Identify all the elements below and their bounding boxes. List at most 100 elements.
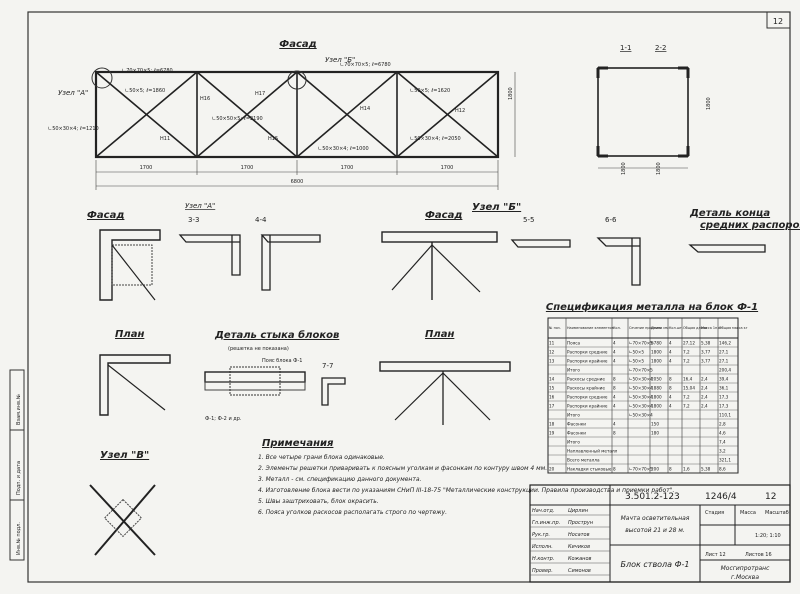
- spec-cell: 4: [613, 359, 616, 364]
- spec-cell: 4: [669, 341, 672, 346]
- spec-cell: 1800: [651, 395, 662, 400]
- member-label-1: ∟70×70×5; ℓ=6780: [122, 68, 173, 74]
- spec-cell: ∟50×30×4: [629, 377, 653, 382]
- spec-cell: Накладки стыковые: [567, 467, 612, 472]
- node-mark-4: Н14: [360, 106, 370, 112]
- spec-header-cell: Общая масса кг: [719, 326, 748, 330]
- node-v-title: Узел "В": [100, 450, 149, 461]
- member-label-6: ∟50×5; ℓ=1620: [410, 88, 450, 94]
- spec-cell: 17,3: [719, 395, 729, 400]
- signature-name: Прострун: [568, 520, 594, 526]
- mass-header: Масса: [740, 510, 756, 516]
- spec-cell: 1800: [651, 359, 662, 364]
- spec-cell: 4: [669, 395, 672, 400]
- signature-role: Нач.отд.: [532, 508, 554, 514]
- plan-a-diagonal: [107, 364, 166, 411]
- note-4: 4. Изготовление блока вести по указаниям…: [258, 487, 674, 494]
- plan-b-diag-left: [394, 372, 444, 421]
- sheet-frame: [27, 11, 791, 583]
- spec-cell: 17,3: [719, 404, 729, 409]
- joint-block-sub: Ф-1; Ф-2 и др.: [205, 416, 242, 422]
- spec-cell: Наплавленный металл: [567, 449, 618, 454]
- spec-cell: ∟50×30×4: [629, 386, 653, 391]
- member-label-8: ∟50×30×4; ℓ=2050: [410, 136, 461, 142]
- spec-cell: 4: [613, 422, 616, 427]
- detail-end-title: Деталь конца: [689, 208, 770, 219]
- plan-a-title: План: [115, 329, 144, 340]
- spec-cell: 19: [549, 431, 555, 436]
- spec-cell: 4: [613, 404, 616, 409]
- organization-1: Мосгипротранс: [721, 565, 771, 572]
- spec-cell: 8: [669, 386, 672, 391]
- signature-name: Симонов: [568, 568, 591, 574]
- sheet-number-box: [766, 11, 791, 29]
- stamp-sign: Подп. и дата: [16, 461, 22, 495]
- section-dim-2: 1800: [656, 162, 662, 175]
- signature-name: Кожанов: [568, 556, 592, 562]
- section-3-3-shape: [178, 234, 241, 276]
- node-a-circle: [91, 67, 113, 89]
- spec-cell: 36,1: [719, 386, 729, 391]
- spec-cell: 15: [549, 386, 555, 391]
- node-b-details: Фасад Узел "Б" 5-5 6-6 Деталь конца сред…: [381, 202, 800, 300]
- node-b-chord: [381, 231, 498, 243]
- spec-cell: 12: [549, 350, 555, 355]
- node-mark-6: Н15: [268, 136, 278, 142]
- plan-b-title: План: [425, 329, 454, 340]
- spec-cell: 39,4: [719, 377, 729, 382]
- signature-role: Н.контр.: [532, 556, 554, 562]
- spec-cell: Всего металла: [567, 458, 600, 463]
- node-b-diag-left: [391, 244, 433, 291]
- spec-cell: 7,2: [683, 350, 690, 355]
- joint-chord-bottom: [204, 381, 306, 391]
- spec-header-cell: Кол.: [613, 326, 621, 330]
- node-mark-1: Н16: [200, 96, 210, 102]
- node-b-diag-right: [431, 244, 481, 293]
- project-title-2: высотой 21 и 28 м.: [625, 527, 685, 534]
- facade-dimension-lines: [95, 72, 516, 190]
- spec-cell: 146,2: [719, 341, 731, 346]
- organization-2: г.Москва: [731, 574, 759, 581]
- spec-header-cell: Масса 1п.м: [701, 326, 721, 330]
- signature-role: Рук.гр.: [532, 532, 550, 538]
- notes-block: Примечания 1. Все четыре грани блока оди…: [258, 438, 674, 516]
- spec-cell: 1800: [651, 404, 662, 409]
- spec-cell: Фасонки: [567, 431, 586, 436]
- spec-cell: 2,4: [701, 386, 708, 391]
- spec-cell: 7,2: [683, 359, 690, 364]
- spec-cell: 1880: [651, 386, 662, 391]
- joint-block-label: Пояс блока Ф-1: [262, 358, 302, 364]
- node-v-view: Узел "В": [89, 450, 156, 556]
- spec-cell: 4: [669, 359, 672, 364]
- spec-table: Спецификация металла на блок Ф-1 № поз.Н…: [546, 301, 758, 474]
- spec-cell: 4,6: [719, 431, 726, 436]
- section-dim-1: 1800: [621, 162, 627, 175]
- facade-b-title: Фасад: [425, 210, 462, 221]
- dim-panel-3: 1700: [341, 165, 354, 171]
- spec-cell: 7,2: [683, 404, 690, 409]
- spec-cell: 3,77: [701, 350, 711, 355]
- signature-role: Провер.: [532, 568, 553, 574]
- signature-role: Исполн.: [532, 544, 553, 550]
- spec-cell: ∟50×30×4: [629, 395, 653, 400]
- plan-b-view: План: [379, 329, 511, 425]
- spec-header-cell: Кол.шт.: [669, 326, 683, 330]
- spec-header-cell: Наименование элементов: [567, 326, 613, 330]
- plan-a-shape: [99, 354, 171, 416]
- node-b-callout: Узел "Б": [325, 56, 355, 64]
- node-a-title: Узел "А": [185, 202, 215, 210]
- node-mark-2: Н11: [160, 136, 170, 142]
- node-v-line-1: [89, 484, 156, 556]
- section-5-5-title: 5-5: [523, 216, 534, 224]
- member-label-7: ∟50×30×4; ℓ=1000: [318, 146, 369, 152]
- node-b-circle: [287, 70, 307, 90]
- section-2-2-title: 2-2: [655, 44, 666, 52]
- section-1-1-title: 1-1: [620, 44, 631, 52]
- spec-header-cell: Общая длина: [683, 326, 707, 330]
- node-a-details: Фасад Узел "А" 3-3 4-4: [87, 202, 321, 301]
- signature-rows: Нач.отд.ЦирлинГл.инж.пр.ПрострунРук.гр.Н…: [530, 508, 610, 576]
- section-6-6-shape: [596, 237, 641, 286]
- dim-panel-2: 1700: [241, 165, 254, 171]
- spec-cell: 11: [549, 341, 555, 346]
- spec-cell: 200: [651, 467, 659, 472]
